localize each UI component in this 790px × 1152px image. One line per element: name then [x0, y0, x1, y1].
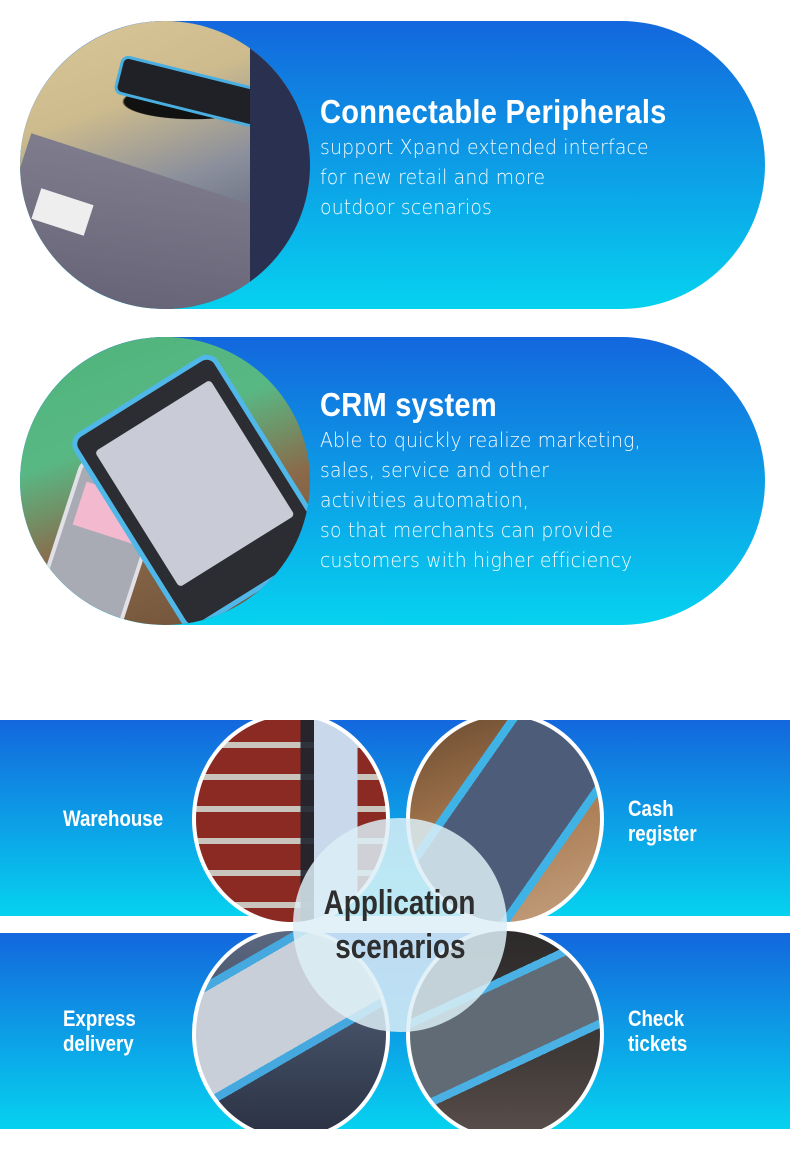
feature-text: CRM system Able to quickly realize marke… [320, 385, 661, 575]
badge-title-line: Application [324, 884, 476, 922]
top-mask [0, 700, 790, 720]
scenario-label-text: Express [63, 1006, 136, 1031]
scenario-label-text: Cash [628, 796, 674, 821]
feature-photo-handheld-scanning [20, 21, 310, 309]
scenario-label-text: Check [628, 1006, 685, 1031]
feature-card-crm-system: CRM system Able to quickly realize marke… [20, 337, 765, 625]
feature-desc-line: Able to quickly realize marketing, [320, 428, 641, 452]
scenario-label-text: delivery [63, 1031, 134, 1056]
scenario-label-express-delivery: Express delivery [63, 1006, 136, 1056]
feature-desc-line: support Xpand extended interface [320, 135, 649, 159]
scenario-label-check-tickets: Check tickets [628, 1006, 687, 1056]
scenario-label-text: register [628, 821, 697, 846]
feature-text: Connectable Peripherals support Xpand ex… [320, 92, 714, 222]
feature-desc-line: activities automation, [320, 488, 530, 512]
feature-title: Connectable Peripherals [320, 93, 667, 130]
feature-desc-line: customers with higher efficiency [320, 548, 633, 572]
feature-title: CRM system [320, 386, 497, 423]
feature-desc-line: for new retail and more [320, 165, 546, 189]
feature-card-connectable-peripherals: Connectable Peripherals support Xpand ex… [20, 21, 765, 309]
feature-desc-line: sales, service and other [320, 458, 550, 482]
scenario-label-text: tickets [628, 1031, 688, 1056]
scenario-label-text: Warehouse [63, 806, 164, 831]
feature-desc-line: outdoor scenarios [320, 195, 493, 219]
feature-photo-mobile-payment [20, 337, 310, 625]
scenario-label-cash-register: Cash register [628, 796, 697, 846]
application-scenarios-badge: Application scenarios [293, 818, 507, 1032]
bottom-mask [0, 1129, 790, 1152]
badge-title-line: scenarios [334, 928, 466, 966]
feature-desc-line: so that merchants can provide [320, 518, 614, 542]
scenario-label-warehouse: Warehouse [63, 806, 163, 831]
sleeve-shape [250, 21, 310, 309]
